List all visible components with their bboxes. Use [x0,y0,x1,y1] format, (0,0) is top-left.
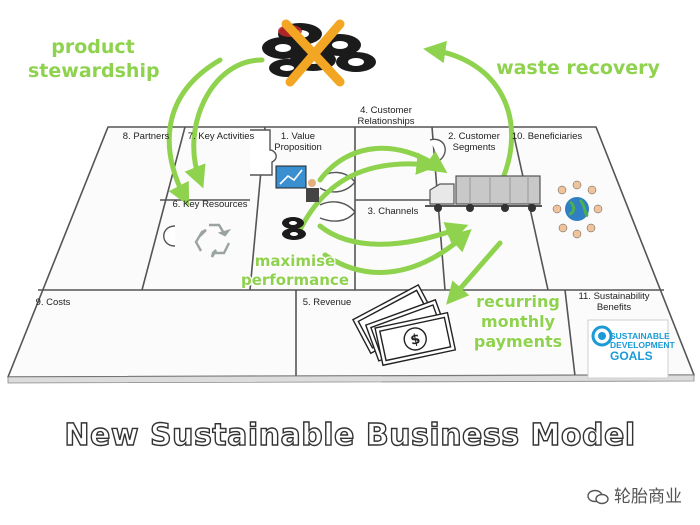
annotation-recurring-payments: recurring monthly payments [473,292,563,351]
sdg-line-1: SUSTAINABLE [610,331,670,341]
presenter-icon [275,165,319,202]
tire-stack-icon [282,217,306,240]
annotation-maximise-performance: maximise performance [240,252,350,289]
label-sustainability-benefits: 11. Sustainability Benefits [578,291,650,314]
beneficiaries-icon [552,180,603,239]
tire-pile-icon [262,19,376,87]
label-partners: 8. Partners [122,131,170,142]
page-title: New Sustainable Business Model [64,417,636,453]
label-key-activities: 7. Key Activities [187,131,255,142]
wechat-watermark: 轮胎商业 [586,482,682,507]
annotation-product-stewardship: product stewardship [28,36,160,82]
svg-text:$: $ [409,331,422,349]
sdg-logo [587,319,669,379]
label-value-proposition: 1. Value Proposition [274,131,322,154]
truck-icon [425,175,542,212]
label-customer-relationships: 4. Customer Relationships [357,105,415,128]
sdg-line-3: GOALS [610,348,653,363]
money-icon: $ [351,284,457,367]
sdg-logo-text: SUSTAINABLE DEVELOPMENT GOALS [590,320,675,378]
label-key-resources: 6. Key Resources [172,199,248,210]
label-costs: 9. Costs [35,297,71,308]
watermark-text: 轮胎商业 [614,487,682,507]
label-channels: 3. Channels [367,206,419,217]
flow-arrows [166,40,515,305]
label-revenue: 5. Revenue [302,297,352,308]
canvas-board-edge [7,374,695,384]
annotation-waste-recovery: waste recovery [496,57,660,79]
label-beneficiaries: 10. Beneficiaries [511,131,583,142]
recycle-icon [194,223,232,258]
sdg-line-2: DEVELOPMENT [610,339,675,350]
label-customer-segments: 2. Customer Segments [448,131,500,154]
wechat-icon [586,489,609,505]
